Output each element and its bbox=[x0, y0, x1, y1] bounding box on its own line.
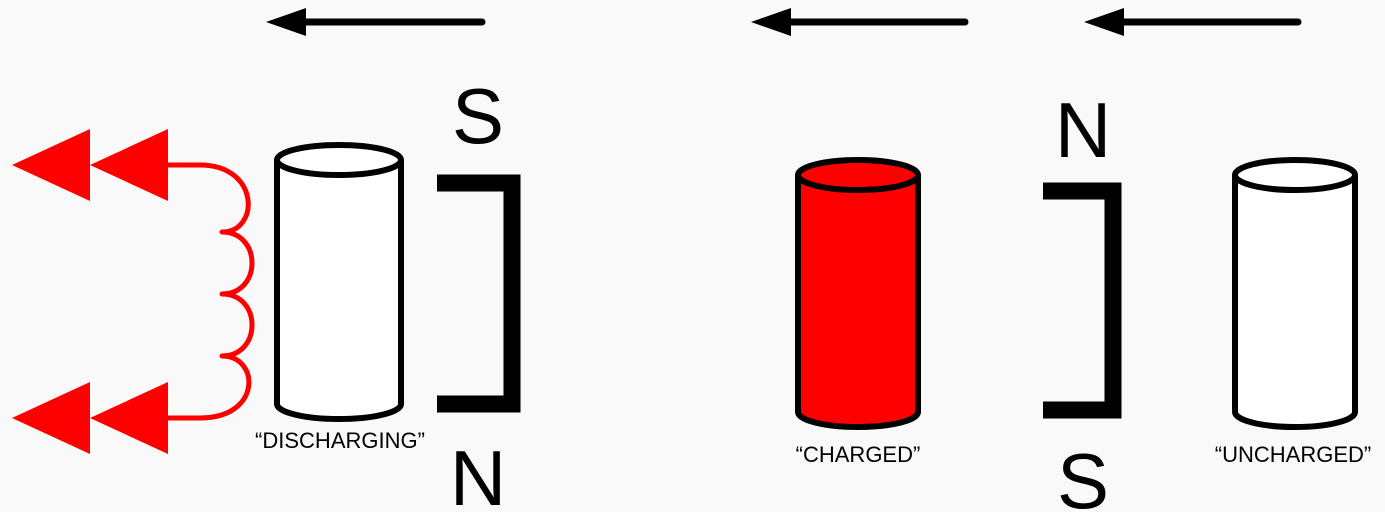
cylinder-uncharged bbox=[1232, 157, 1358, 430]
coil-icon bbox=[165, 162, 255, 421]
double-arrow-left-icon bbox=[12, 382, 168, 454]
magnet-left bbox=[437, 174, 521, 413]
arrow-left-icon bbox=[266, 8, 486, 36]
magnet-right-bottom-pole: S bbox=[1057, 437, 1109, 512]
magnet-right-top-pole: N bbox=[1055, 86, 1111, 174]
label-discharging: “DISCHARGING” bbox=[255, 428, 425, 453]
label-uncharged: “UNCHARGED” bbox=[1215, 442, 1371, 467]
magnet-right bbox=[1043, 182, 1122, 419]
cylinder-discharging bbox=[274, 142, 404, 422]
arrow-left-icon bbox=[751, 8, 969, 36]
double-arrow-left-icon bbox=[12, 129, 168, 201]
cylinder-charged bbox=[795, 157, 921, 430]
magnet-left-top-pole: S bbox=[452, 72, 504, 160]
label-charged: “CHARGED” bbox=[796, 442, 921, 467]
arrow-left-icon bbox=[1084, 8, 1302, 36]
magnet-left-bottom-pole: N bbox=[450, 434, 506, 512]
